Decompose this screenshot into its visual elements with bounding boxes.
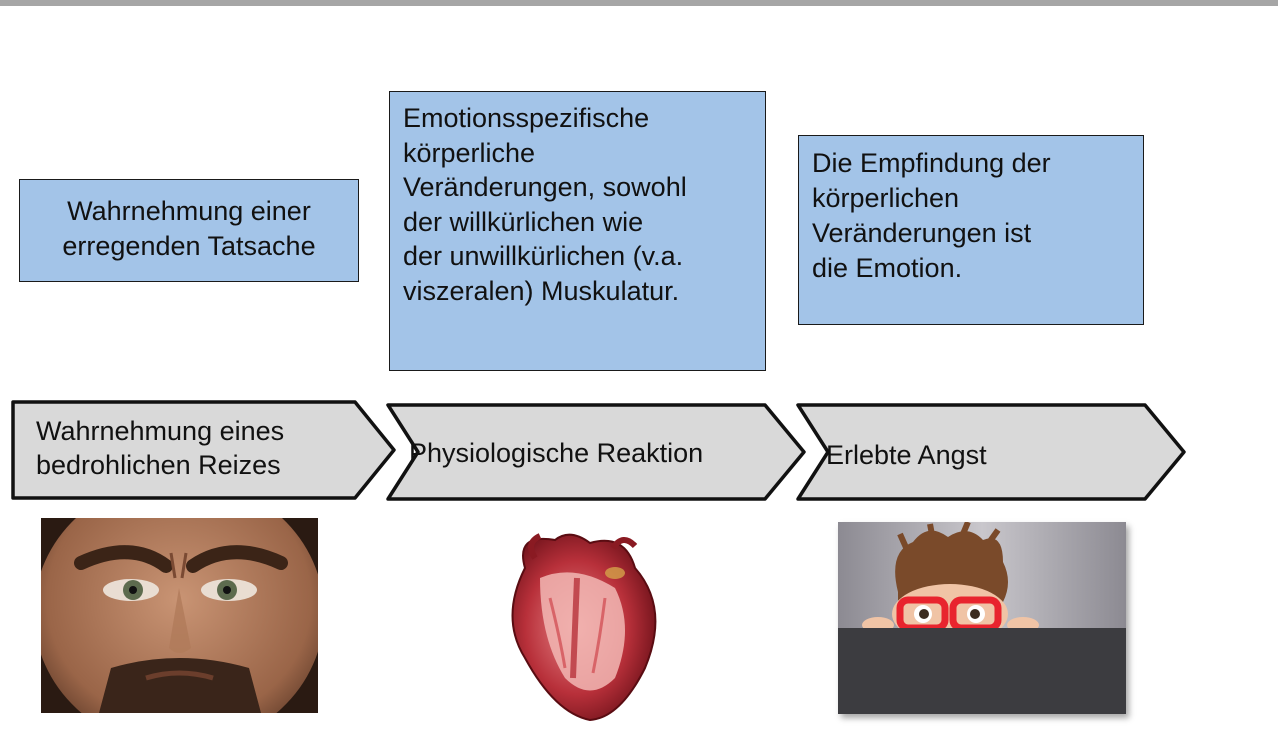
step-arrow-reaction bbox=[386, 403, 806, 501]
explanation-text-perception: Wahrnehmung einer erregenden Tatsache bbox=[62, 196, 316, 261]
step-arrow-experience bbox=[796, 403, 1186, 501]
anatomical-heart-image bbox=[495, 528, 665, 723]
step-label-perception: Wahrnehmung eines bedrohlichen Reizes bbox=[36, 416, 285, 480]
explanation-text-emotion: Die Empfindung der körperlichen Veränder… bbox=[812, 148, 1051, 283]
explanation-box-emotion: Die Empfindung der körperlichen Veränder… bbox=[798, 135, 1144, 325]
top-bar bbox=[0, 0, 1278, 6]
step-label-experience: Erlebte Angst bbox=[826, 440, 987, 470]
step-arrow-perception bbox=[11, 400, 396, 500]
frightened-boy-photo bbox=[838, 522, 1126, 714]
explanation-box-body-changes: Emotionsspezifische körperliche Veränder… bbox=[389, 91, 766, 371]
step-label-reaction: Physiologische Reaktion bbox=[409, 438, 704, 468]
explanation-text-body-changes: Emotionsspezifische körperliche Veränder… bbox=[403, 103, 687, 306]
frowning-man-face-photo bbox=[41, 518, 318, 713]
explanation-box-perception: Wahrnehmung einer erregenden Tatsache bbox=[19, 179, 359, 282]
